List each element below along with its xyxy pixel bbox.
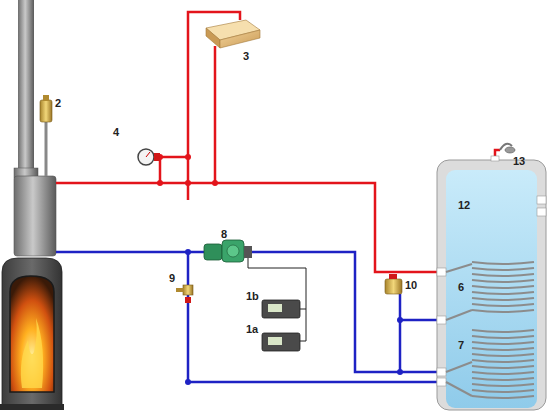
- coil-lead: [446, 264, 472, 272]
- gauge-needle: [146, 152, 150, 157]
- coil-lead: [446, 382, 472, 396]
- return-pipe: [188, 252, 446, 382]
- flame: [21, 318, 43, 388]
- tank-connector: [437, 316, 446, 324]
- fill-valve: [183, 285, 193, 295]
- tank-connector: [537, 208, 546, 216]
- return-pipe: [399, 294, 402, 372]
- coil-turn: [472, 262, 534, 264]
- junction-dot: [157, 180, 163, 186]
- air-vent-cap: [43, 95, 49, 101]
- coil-turn: [472, 268, 534, 270]
- controller-box: [262, 333, 300, 351]
- flow-pipe: [56, 12, 500, 272]
- air-vent: [40, 100, 52, 122]
- controller-display: [268, 304, 282, 312]
- junction-dot: [212, 180, 218, 186]
- mixing-valve-knob: [389, 274, 397, 279]
- coil-turn: [472, 286, 534, 288]
- shower-head: [505, 147, 515, 153]
- coil-turn: [472, 280, 534, 282]
- coil-lead: [446, 362, 472, 372]
- coil-lead: [446, 310, 472, 320]
- circulation-pump: [204, 240, 252, 262]
- junction-dot: [397, 369, 403, 375]
- junction-dot: [185, 249, 191, 255]
- coil-turn: [472, 342, 534, 344]
- tank-connector: [537, 196, 546, 204]
- pump-housing: [204, 244, 222, 260]
- callout-number: 3: [243, 50, 249, 62]
- tank-connector: [437, 368, 446, 376]
- callout-number: 6: [458, 281, 464, 293]
- callout-number: 9: [169, 272, 175, 284]
- callout-number: 4: [113, 126, 119, 138]
- mixing-valve: [385, 279, 402, 294]
- tank-connector: [437, 268, 446, 276]
- fill-valve-handle: [185, 297, 191, 303]
- junction-dot: [185, 180, 191, 186]
- coil-turn: [472, 348, 534, 350]
- callout-number: 7: [458, 339, 464, 351]
- callout-number: 10: [405, 279, 417, 291]
- flow-pipe: [214, 46, 217, 183]
- coil-turn: [472, 366, 534, 368]
- pump-terminal: [244, 246, 252, 258]
- return-pipe: [56, 252, 446, 382]
- expansion-tank-front: [220, 30, 260, 48]
- pipe-junctions: [157, 154, 218, 186]
- stove-fire-window: [10, 276, 54, 392]
- fill-valve-spout: [176, 288, 184, 292]
- callout-number: 1b: [246, 290, 259, 302]
- callout-number: 8: [221, 228, 227, 240]
- tank-connector: [491, 156, 499, 161]
- coil-turn: [472, 298, 534, 300]
- pressure-gauge: [138, 149, 154, 165]
- storage-tank-water: [446, 170, 537, 408]
- junction-dot: [185, 379, 191, 385]
- coil-turn: [472, 330, 534, 332]
- chimney-pipe: [18, 0, 34, 172]
- vent-stem: [45, 122, 48, 176]
- controller-display: [268, 337, 282, 345]
- pump-motor: [222, 240, 244, 262]
- heat-exchanger-coils: [446, 262, 534, 398]
- control-wire: [300, 309, 306, 310]
- callout-number: 2: [55, 97, 61, 109]
- expansion-tank-side: [206, 28, 220, 48]
- coil-turn: [472, 372, 534, 374]
- gauge-valve: [154, 153, 160, 161]
- coil-turn: [472, 396, 534, 398]
- stove-foot: [0, 404, 64, 410]
- callout-number: 12: [458, 199, 470, 211]
- pump-head: [227, 245, 239, 257]
- junction-dot: [185, 154, 191, 160]
- tank-connector: [437, 378, 446, 386]
- storage-tank-shell: [437, 160, 546, 410]
- coil-turn: [472, 384, 534, 386]
- pipe-junctions: [185, 249, 403, 385]
- coil-turn: [472, 354, 534, 356]
- coil-turn: [472, 310, 534, 312]
- stove-body: [2, 258, 62, 408]
- tank-connectors: [437, 156, 546, 386]
- coil-turn: [472, 378, 534, 380]
- callout-number: 13: [513, 155, 525, 167]
- coil-turn: [472, 390, 534, 392]
- controller-box: [262, 300, 300, 318]
- coil-turn: [472, 360, 534, 362]
- coil-turn: [472, 274, 534, 276]
- return-pipe: [56, 252, 446, 372]
- callout-number: 1a: [246, 323, 258, 335]
- flow-pipe: [56, 183, 446, 272]
- heat-exchanger: [14, 176, 56, 256]
- coil-turn: [472, 292, 534, 294]
- junction-dot: [397, 317, 403, 323]
- coil-turn: [472, 336, 534, 338]
- coil-turn: [472, 304, 534, 306]
